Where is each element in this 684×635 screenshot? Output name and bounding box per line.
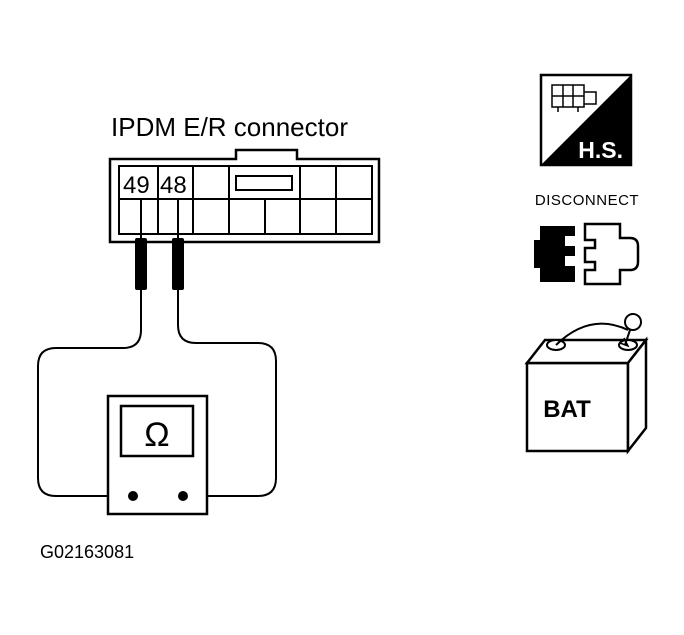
- ohmmeter: [106, 394, 209, 516]
- pin-49-label: 49: [123, 172, 150, 199]
- figure-id: G02163081: [40, 542, 134, 562]
- test-leads: [37, 290, 277, 497]
- battery-icon: [524, 313, 649, 455]
- harness-side-icon: [539, 73, 633, 167]
- disconnect-label: DISCONNECT: [535, 192, 639, 209]
- probe-right: [172, 238, 184, 290]
- probe-pins: [140, 199, 179, 240]
- battery-label: BAT: [543, 396, 591, 423]
- connector-title: IPDM E/R connector: [111, 112, 348, 142]
- pin-48-label: 48: [160, 172, 187, 199]
- ipdm-connector: [108, 148, 381, 244]
- ohm-symbol: Ω: [144, 416, 169, 454]
- disconnect-connector-icon: [534, 222, 640, 286]
- probe-left: [135, 238, 147, 290]
- hs-label: H.S.: [578, 137, 623, 163]
